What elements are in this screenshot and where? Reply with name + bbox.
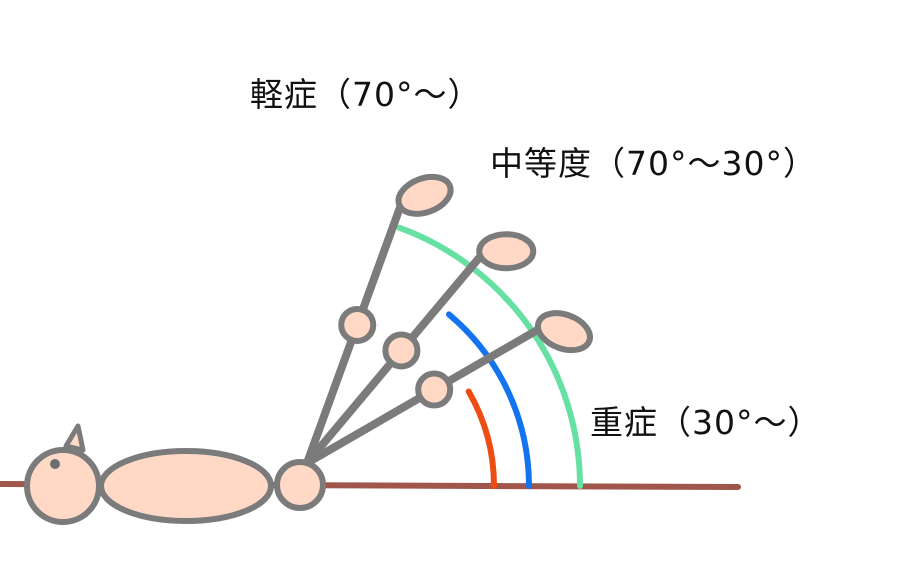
label-moderate: 中等度（70°〜30°） [490,144,817,183]
leg-severe [303,310,593,467]
label-severe: 重症（30°〜） [590,403,822,442]
knee-joint [382,331,421,370]
knee-joint [338,305,377,344]
lying-figure [24,423,326,525]
foot [476,231,537,272]
foot [395,173,454,217]
arc-mild [396,224,583,489]
head [24,447,102,525]
torso [98,448,274,524]
foot [534,310,593,354]
label-mild: 軽症（70°〜） [250,75,482,114]
arc-severe [465,388,497,489]
leg-moderate [303,231,537,467]
knee-joint [415,370,454,409]
leg-mild [303,173,454,467]
nose [63,423,86,453]
arc-moderate [445,311,532,489]
hip-joint [274,459,326,511]
eye [50,459,60,469]
